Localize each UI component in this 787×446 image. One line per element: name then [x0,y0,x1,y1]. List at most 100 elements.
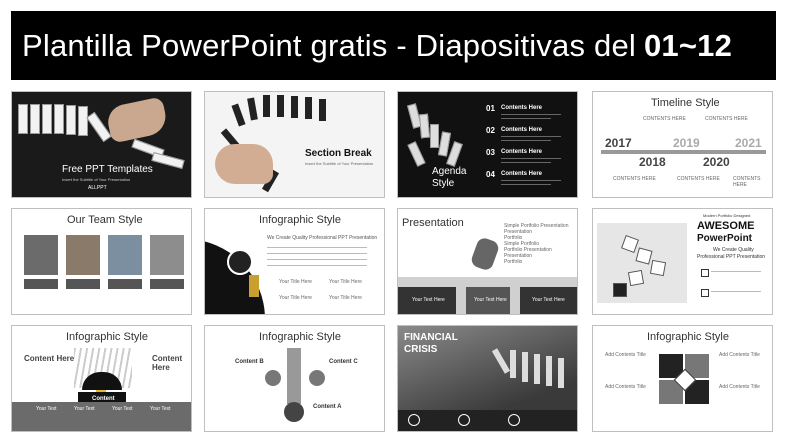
tagline: We Create Quality [713,247,754,253]
slide-thumbnail-04[interactable]: Timeline Style 2017 2018 2019 2020 2021 … [592,91,773,198]
slide-title: Our Team Style [67,214,143,226]
agenda-num: 02 [486,126,495,135]
slide-thumbnail-07[interactable]: Presentation Simple Portfolio Presentati… [397,208,578,315]
slide-title: Timeline Style [651,97,720,109]
text-placeholder [711,271,761,272]
text-placeholder [501,114,561,115]
slide-title-line1: AWESOME [697,220,755,232]
slide-title: Infographic Style [66,331,148,343]
agenda-label: Contents Here [501,127,543,133]
node-a [284,402,304,422]
timeline-item-label: CONTENTS HERE [643,116,686,122]
content-b: Content B [235,359,264,365]
col-title: Your Text [74,406,95,412]
domino [263,95,270,117]
letter-cube [649,259,667,277]
item-title: Add Contents Title [719,352,760,358]
slide-title-line2: PowerPoint [697,233,753,244]
slide-subtitle: Insert the Subtitle of Your Presentation [305,161,374,166]
col-title: Your Text [112,406,133,412]
domino [305,97,312,119]
item-title: Add Contents Title [605,384,646,390]
team-photo [24,235,58,275]
text-placeholder [267,247,367,248]
header-title: Plantilla PowerPoint gratis - Diapositiv… [11,11,776,80]
item-title: Add Contents Title [605,352,646,358]
name-plate [150,279,184,289]
domino [54,104,64,134]
box-title: Your Title Here [279,295,312,301]
name-plate [24,279,58,289]
hand [215,144,273,184]
text-placeholder [267,265,367,266]
slide-thumbnail-05[interactable]: Our Team Style [11,208,192,315]
domino [510,350,516,378]
slide-thumbnail-06[interactable]: Infographic Style We Create Quality Prof… [204,208,385,315]
text-placeholder [501,136,561,137]
slide-heading: We Create Quality Professional PPT Prese… [267,235,378,241]
subtag: Professional PPT Presentation [697,254,766,260]
agenda-num: 01 [486,104,495,113]
domino [231,103,246,127]
cliff-right [520,287,577,314]
cube-photo [597,223,687,303]
jumper [469,236,501,272]
name-plate [108,279,142,289]
timeline-year: 2020 [703,155,730,169]
domino [247,97,258,121]
timeline-year: 2019 [673,136,700,150]
timeline-year: 2021 [735,136,762,150]
umbrella-icon [82,372,122,390]
slide-thumbnail-02[interactable]: Section Break Insert the Subtitle of You… [204,91,385,198]
slide-thumbnail-08[interactable]: Modern Portfolio Designed AWESOME PowerP… [592,208,773,315]
center-label: Content [92,396,115,402]
domino [418,113,431,139]
node-c [309,370,325,386]
slide-title: Section Break [305,148,372,159]
box-title: Your Text Here [474,297,507,303]
checkbox-icon [701,289,709,297]
bottom-band [12,402,191,431]
slide-thumbnail-03[interactable]: Agenda Style 01 Contents Here 02 Content… [397,91,578,198]
domino [558,358,564,388]
text-placeholder [501,140,551,141]
item-title: Add Contents Title [719,384,760,390]
circle-icon [408,414,420,426]
slide-thumbnail-01[interactable]: Free PPT Templates Insert the Subtitle o… [11,91,192,198]
slide-thumbnail-10[interactable]: Infographic Style Content B Content C Co… [204,325,385,432]
domino [407,141,426,167]
header-title-main: Plantilla PowerPoint gratis - Diapositiv… [22,27,636,63]
domino [534,354,540,384]
bottom-band [398,410,577,431]
name-plate [66,279,100,289]
slide-title-line2: CRISIS [404,344,438,355]
text-placeholder [501,180,561,181]
dark-cube [613,283,627,297]
slide-thumbnail-12[interactable]: Infographic Style Add Contents Title Add… [592,325,773,432]
text-placeholder [267,259,367,260]
agenda-num: 03 [486,148,495,157]
text-placeholder [501,162,551,163]
circle-icon [508,414,520,426]
box-title: Your Title Here [329,279,362,285]
slide-title: Presentation [402,217,464,229]
text-placeholder [501,158,561,159]
slide-thumbnail-11[interactable]: FINANCIAL CRISIS [397,325,578,432]
letter-cube [627,269,645,287]
domino [522,352,528,382]
list-item: Portfolio [504,259,523,265]
col-title: Your Text [36,406,57,412]
circle-icon [458,414,470,426]
list-item: Portfolio Presentation [504,247,552,253]
domino [319,99,326,121]
slide-thumbnail-09[interactable]: Infographic Style Content Here Content H… [11,325,192,432]
domino [66,105,76,135]
figure [249,275,259,297]
slide-title-line1: FINANCIAL [404,332,458,343]
text-placeholder [711,291,761,292]
slide-subtitle: Insert the Subtitle of Your Presentation [62,177,131,182]
box-title: Your Title Here [279,279,312,285]
box-title: Your Text Here [412,297,445,303]
list-item: Portfolio [504,235,523,241]
domino [546,356,552,386]
